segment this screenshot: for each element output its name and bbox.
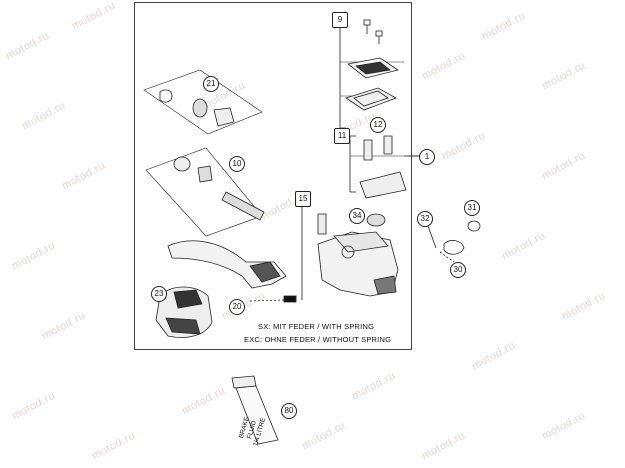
seal <box>173 156 191 172</box>
group-bracket <box>339 25 346 129</box>
piston-rod <box>221 191 265 221</box>
callout-32: 32 <box>417 211 433 227</box>
sleeve <box>317 213 327 235</box>
callout-30: 30 <box>450 262 466 278</box>
pin <box>283 295 297 303</box>
brake-lever <box>167 240 287 289</box>
screw-icon <box>363 19 371 34</box>
bolt-icon <box>363 139 373 161</box>
kit-box-21 <box>143 69 263 135</box>
brake-fluid-bottle <box>235 385 279 445</box>
boot <box>159 89 173 103</box>
banjo <box>443 240 465 255</box>
callout-11: 11 <box>334 128 350 144</box>
callout-80: 80 <box>281 403 297 419</box>
note-sx: SX: MIT FEDER / WITH SPRING <box>258 322 375 331</box>
callout-21: 21 <box>203 76 219 92</box>
callout-10: 10 <box>229 156 245 172</box>
callout-1: 1 <box>419 149 435 165</box>
callout-20: 20 <box>229 299 245 315</box>
o-ring <box>366 213 386 227</box>
callout-34: 34 <box>349 208 365 224</box>
cap-small <box>467 220 481 232</box>
piston <box>192 98 208 118</box>
note-exc: EXC: OHNE FEDER / WITHOUT SPRING <box>244 335 392 344</box>
callout-9: 9 <box>332 12 348 28</box>
callout-12: 12 <box>370 117 386 133</box>
bolt-icon <box>383 135 393 155</box>
callout-23: 23 <box>151 286 167 302</box>
screw-icon <box>375 30 383 44</box>
callout-31: 31 <box>464 200 480 216</box>
callout-15: 15 <box>295 191 311 207</box>
diaphragm <box>345 87 397 111</box>
assembly-frame <box>134 2 412 350</box>
clamp <box>359 171 407 199</box>
